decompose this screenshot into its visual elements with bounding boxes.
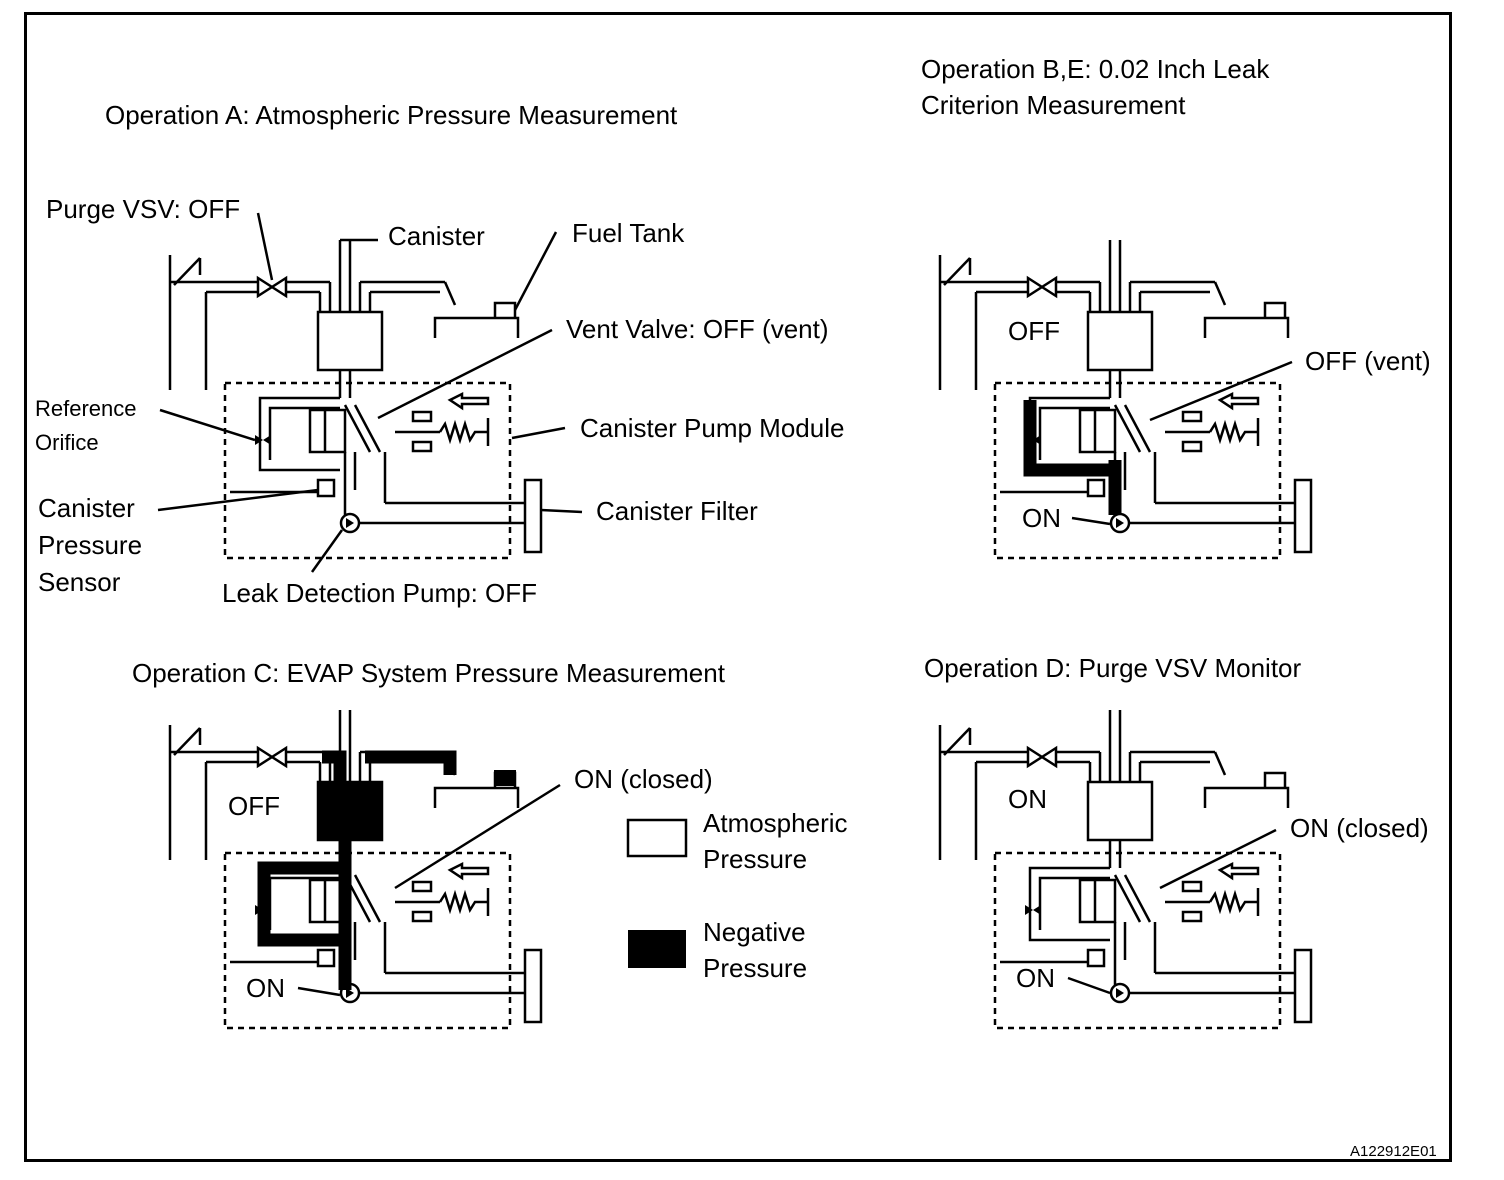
pressure-sensor-label-3: Sensor: [38, 567, 121, 597]
panel-b-purge-vsv-label: OFF: [1008, 316, 1060, 346]
panel-c-leak-pump-label: ON: [246, 973, 285, 1003]
panel-b-schematic: [938, 238, 1313, 560]
legend-atmospheric-label-2: Pressure: [703, 844, 807, 874]
panel-c-purge-vsv-label: OFF: [228, 791, 280, 821]
panel-d-vent-valve-label: ON (closed): [1290, 813, 1429, 843]
panel-c-schematic: [168, 708, 543, 1030]
reference-orifice-label-2: Orifice: [35, 430, 99, 455]
panel-c: Operation C: EVAP System Pressure Measur…: [132, 658, 726, 1030]
panel-a-title: Operation A: Atmospheric Pressure Measur…: [105, 100, 678, 130]
pressure-sensor-label-2: Pressure: [38, 530, 142, 560]
panel-b-leak-pump-label: ON: [1022, 503, 1061, 533]
legend-negative-swatch: [628, 930, 686, 968]
purge-vsv-label: Purge VSV: OFF: [46, 194, 240, 224]
legend-atmospheric-label-1: Atmospheric: [703, 808, 848, 838]
legend-negative-label-1: Negative: [703, 917, 806, 947]
reference-orifice-label-1: Reference: [35, 396, 137, 421]
panel-d: Operation D: Purge VSV Monitor ON ON (cl…: [924, 653, 1429, 1030]
panel-d-purge-vsv-label: ON: [1008, 784, 1047, 814]
fuel-tank-label: Fuel Tank: [572, 218, 685, 248]
canister-filter-label: Canister Filter: [596, 496, 758, 526]
vent-valve-label: Vent Valve: OFF (vent): [566, 314, 829, 344]
panel-b-title-1: Operation B,E: 0.02 Inch Leak: [921, 54, 1270, 84]
pressure-sensor-label-1: Canister: [38, 493, 135, 523]
panel-a-schematic: [168, 238, 543, 560]
legend: Atmospheric Pressure Negative Pressure: [626, 808, 848, 983]
figure-frame: [24, 12, 1452, 1162]
panel-b-vent-valve-label: OFF (vent): [1305, 346, 1431, 376]
pump-module-label: Canister Pump Module: [580, 413, 844, 443]
panel-d-title: Operation D: Purge VSV Monitor: [924, 653, 1302, 683]
panel-c-vent-valve-label: ON (closed): [574, 764, 713, 794]
panel-c-title: Operation C: EVAP System Pressure Measur…: [132, 658, 726, 688]
legend-atmospheric-swatch: [626, 818, 688, 858]
panel-d-leak-pump-label: ON: [1016, 963, 1055, 993]
canister-label: Canister: [388, 221, 485, 251]
leak-pump-label: Leak Detection Pump: OFF: [222, 578, 537, 608]
panel-a: Operation A: Atmospheric Pressure Measur…: [35, 100, 844, 608]
panel-b-title-2: Criterion Measurement: [921, 90, 1186, 120]
panel-d-schematic: [938, 708, 1313, 1030]
panel-b: Operation B,E: 0.02 Inch Leak Criterion …: [921, 54, 1431, 560]
figure-id: A122912E01: [1350, 1143, 1437, 1160]
legend-negative-label-2: Pressure: [703, 953, 807, 983]
